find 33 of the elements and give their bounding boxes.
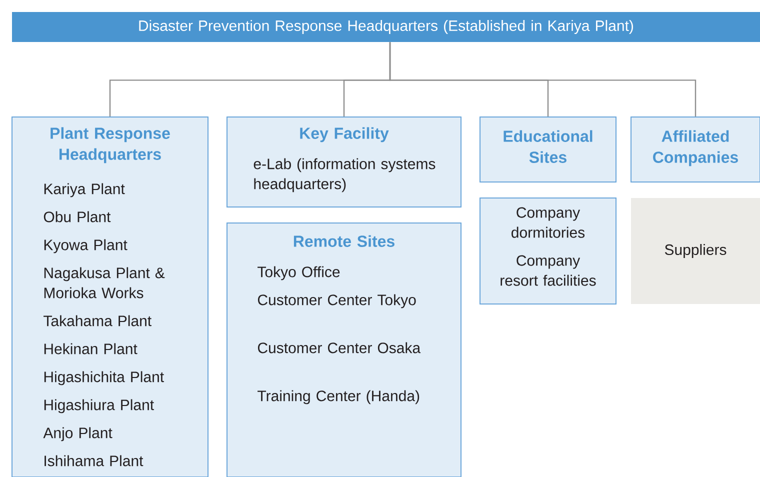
list-item: Anjo Plant [43, 427, 112, 442]
heading: Remote Sites [294, 235, 394, 247]
list-item: Kariya Plant [44, 183, 125, 198]
heading: Educational Sites [504, 130, 592, 163]
panel-box [631, 198, 760, 304]
list-item: Company dormitories [512, 207, 585, 238]
connector-line [389, 42, 696, 116]
list-item: Suppliers [664, 244, 726, 258]
list-item: Higashichita Plant [44, 371, 164, 386]
list-item: Kyowa Plant [44, 239, 128, 254]
list-item: e-Lab (information systems headquarters) [254, 158, 436, 192]
panel-box [630, 116, 760, 182]
list-item: Training Center (Handa) [258, 390, 420, 404]
panel-box [480, 116, 616, 182]
list-item: Hekinan Plant [44, 343, 138, 354]
list-item: Higashiura Plant [44, 399, 154, 414]
list-item: Customer Center Tokyo [258, 294, 416, 308]
panel-box [226, 116, 462, 208]
heading: Affiliated Companies [653, 130, 738, 166]
list-item: Nagakusa Plant & Morioka Works [44, 267, 165, 298]
panel-box [226, 222, 462, 477]
list-item: Tokyo Office [258, 266, 340, 280]
panel-box [480, 198, 616, 304]
list-item: Company resort facilities [500, 255, 596, 286]
list-item: Obu Plant [44, 211, 111, 222]
heading: Plant Response Headquarters [50, 127, 170, 164]
header-bar [12, 12, 760, 42]
list-item: Customer Center Osaka [258, 342, 421, 354]
list-item: Takahama Plant [44, 315, 152, 326]
list-item: Ishihama Plant [44, 455, 144, 466]
bar-title: Disaster Prevention Response Headquarters (Established in Kariya Plant) [139, 20, 634, 34]
heading: Key Facility [300, 127, 389, 142]
panel-box [12, 116, 208, 477]
